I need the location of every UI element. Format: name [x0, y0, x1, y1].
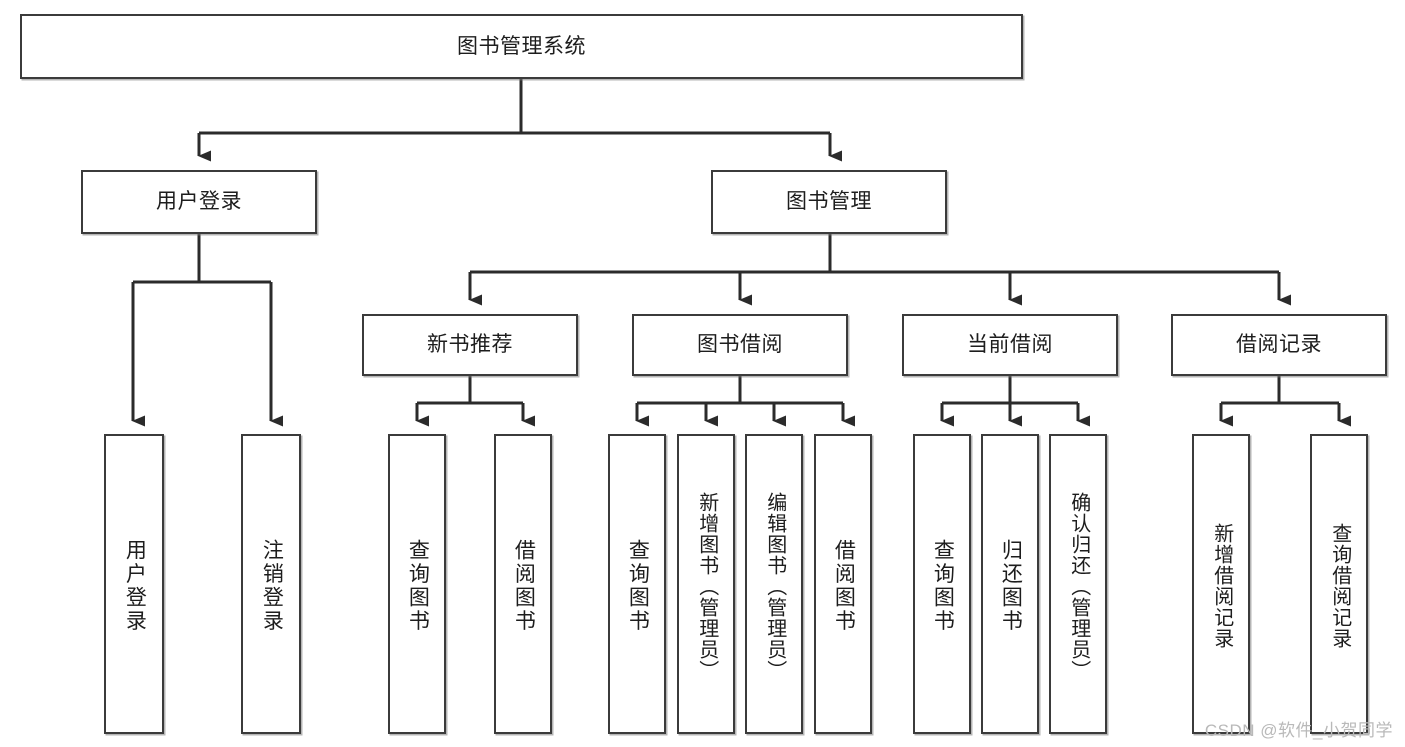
node-leaf-query-book-2[interactable]: 查询图书 [608, 434, 666, 734]
node-leaf-return-book[interactable]: 归还图书 [981, 434, 1039, 734]
node-leaf-confirm-return[interactable]: 确认归还（管理员） [1049, 434, 1107, 734]
node-leaf-user-login-label: 用户登录 [123, 539, 147, 633]
node-book-borrow[interactable]: 图书借阅 [632, 314, 848, 376]
node-leaf-return-book-label: 归还图书 [999, 539, 1023, 633]
node-book-manage-label: 图书管理 [786, 190, 872, 214]
node-leaf-borrow-book-1-label: 借阅图书 [512, 539, 536, 633]
node-leaf-user-logout[interactable]: 注销登录 [241, 434, 301, 734]
node-book-manage[interactable]: 图书管理 [711, 170, 947, 234]
node-borrow-record[interactable]: 借阅记录 [1171, 314, 1387, 376]
node-root[interactable]: 图书管理系统 [20, 14, 1023, 79]
node-borrow-record-label: 借阅记录 [1236, 333, 1322, 357]
node-leaf-query-book-1-label: 查询图书 [406, 539, 430, 633]
node-new-book-rec-label: 新书推荐 [427, 333, 513, 357]
watermark-text: CSDN @软件_小贺同学 [1204, 721, 1393, 740]
node-leaf-edit-book[interactable]: 编辑图书（管理员） [745, 434, 803, 734]
node-leaf-query-record-label: 查询借阅记录 [1328, 523, 1351, 649]
node-current-borrow[interactable]: 当前借阅 [902, 314, 1118, 376]
node-leaf-borrow-book-1[interactable]: 借阅图书 [494, 434, 552, 734]
node-leaf-add-book-label: 新增图书（管理员） [695, 491, 718, 681]
node-leaf-borrow-book-2[interactable]: 借阅图书 [814, 434, 872, 734]
node-leaf-add-record[interactable]: 新增借阅记录 [1192, 434, 1250, 734]
node-leaf-user-logout-label: 注销登录 [260, 539, 284, 633]
node-leaf-borrow-book-2-label: 借阅图书 [832, 539, 856, 633]
node-current-borrow-label: 当前借阅 [967, 333, 1053, 357]
node-leaf-add-book[interactable]: 新增图书（管理员） [677, 434, 735, 734]
node-new-book-rec[interactable]: 新书推荐 [362, 314, 578, 376]
node-leaf-edit-book-label: 编辑图书（管理员） [763, 491, 786, 681]
node-leaf-query-record[interactable]: 查询借阅记录 [1310, 434, 1368, 734]
node-leaf-user-login[interactable]: 用户登录 [104, 434, 164, 734]
node-user-login[interactable]: 用户登录 [81, 170, 317, 234]
node-leaf-add-record-label: 新增借阅记录 [1210, 523, 1233, 649]
node-leaf-query-book-2-label: 查询图书 [626, 539, 650, 633]
node-leaf-query-book-1[interactable]: 查询图书 [388, 434, 446, 734]
node-user-login-label: 用户登录 [156, 190, 242, 214]
node-book-borrow-label: 图书借阅 [697, 333, 783, 357]
node-root-label: 图书管理系统 [457, 34, 586, 58]
node-leaf-query-book-3[interactable]: 查询图书 [913, 434, 971, 734]
node-leaf-query-book-3-label: 查询图书 [931, 539, 955, 633]
node-leaf-confirm-return-label: 确认归还（管理员） [1067, 491, 1090, 681]
